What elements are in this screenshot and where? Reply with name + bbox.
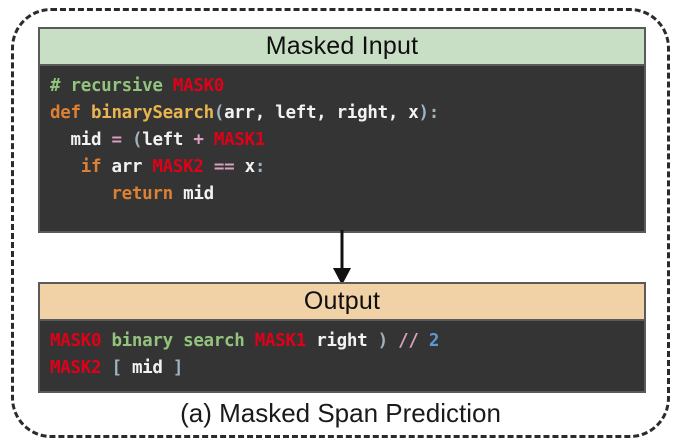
code-token-comment: # recursive bbox=[50, 76, 163, 96]
code-token-mask: MASK1 bbox=[213, 130, 266, 150]
code-token-plain bbox=[122, 358, 132, 378]
code-token-punct: : bbox=[254, 157, 266, 177]
code-token-plain bbox=[101, 157, 111, 177]
down-arrow-icon bbox=[333, 230, 351, 285]
code-token-mask: MASK2 bbox=[152, 157, 204, 177]
code-token-plain: mid bbox=[183, 184, 214, 204]
code-token-mask: MASK1 bbox=[254, 331, 306, 351]
code-token-plain bbox=[367, 331, 377, 351]
code-token-plain bbox=[142, 157, 152, 177]
code-indent bbox=[50, 157, 81, 177]
code-token-plain: right bbox=[316, 331, 368, 351]
code-token-mask: MASK0 bbox=[172, 76, 225, 96]
code-token-op: = bbox=[111, 130, 122, 150]
code-token-plain bbox=[245, 331, 255, 351]
code-token-punct: ( bbox=[213, 103, 225, 123]
code-indent bbox=[50, 130, 70, 150]
code-line: # recursive MASK0 bbox=[50, 73, 644, 100]
code-line: return mid bbox=[50, 181, 644, 208]
code-token-punct: ( bbox=[131, 130, 143, 150]
code-token-op: // bbox=[398, 331, 419, 351]
code-token-green: binary search bbox=[111, 331, 245, 351]
code-token-plain bbox=[388, 331, 398, 351]
code-token-plain bbox=[101, 358, 111, 378]
code-token-plain bbox=[204, 130, 214, 150]
code-line: if arr MASK2 == x: bbox=[50, 154, 644, 181]
code-line: MASK2 [ mid ] bbox=[50, 355, 644, 382]
code-token-plain: x bbox=[244, 157, 256, 177]
code-token-punct: [ bbox=[111, 358, 122, 378]
code-token-plain bbox=[163, 358, 173, 378]
code-token-punct: : bbox=[428, 103, 440, 123]
code-token-plain bbox=[419, 331, 429, 351]
code-token-plain: mid bbox=[70, 130, 102, 150]
code-token-plain: left bbox=[142, 130, 184, 150]
code-token-plain bbox=[183, 130, 193, 150]
code-token-plain bbox=[81, 103, 91, 123]
figure-caption: (a) Masked Span Prediction bbox=[180, 398, 501, 428]
masked-input-header: Masked Input bbox=[40, 29, 644, 66]
code-token-plain bbox=[173, 184, 183, 204]
code-token-op: == bbox=[213, 157, 235, 177]
code-token-keyword: return bbox=[111, 184, 173, 204]
code-token-plain: arr bbox=[111, 157, 143, 177]
code-token-punct: ] bbox=[172, 358, 184, 378]
code-indent bbox=[50, 184, 111, 204]
code-token-func: binarySearch bbox=[90, 103, 214, 123]
code-token-plain bbox=[204, 157, 214, 177]
code-token-plain: mid bbox=[131, 358, 163, 378]
code-token-mask: MASK0 bbox=[50, 331, 102, 351]
code-token-mask: MASK2 bbox=[50, 358, 102, 378]
code-token-num: 2 bbox=[428, 331, 440, 351]
code-token-plain bbox=[306, 331, 316, 351]
code-token-plain: arr, left, right, x bbox=[224, 103, 419, 123]
code-token-plain bbox=[101, 331, 111, 351]
code-token-plain bbox=[101, 130, 111, 150]
code-line: def binarySearch(arr, left, right, x): bbox=[50, 100, 644, 127]
code-token-punct: ) bbox=[377, 331, 389, 351]
code-token-plain bbox=[122, 130, 132, 150]
code-token-op: + bbox=[193, 130, 204, 150]
code-line: mid = (left + MASK1 bbox=[50, 127, 644, 154]
output-header: Output bbox=[40, 284, 644, 321]
output-panel: Output MASK0 binary search MASK1 right )… bbox=[38, 282, 646, 393]
code-token-plain bbox=[163, 76, 173, 96]
code-line: MASK0 binary search MASK1 right ) // 2 bbox=[50, 328, 644, 355]
code-token-punct: ) bbox=[418, 103, 430, 123]
code-token-keyword: if bbox=[80, 157, 102, 177]
code-token-keyword: def bbox=[50, 103, 81, 123]
code-token-plain bbox=[234, 157, 244, 177]
